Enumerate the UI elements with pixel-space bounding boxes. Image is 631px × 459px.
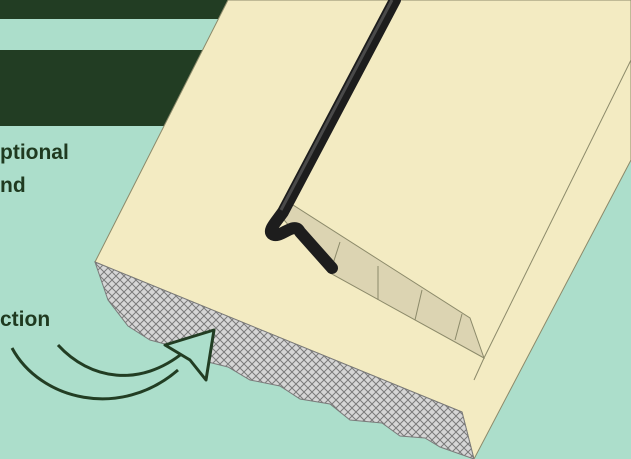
- curved-arrow-icon: [12, 330, 214, 399]
- caption-line-3: ction: [0, 306, 50, 334]
- caption-line-1: ptional: [0, 139, 69, 167]
- caption-line-2: nd: [0, 172, 26, 200]
